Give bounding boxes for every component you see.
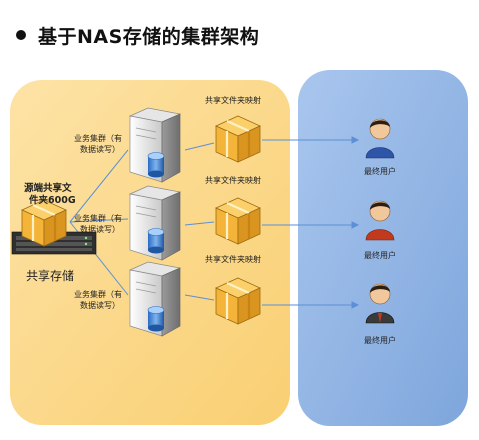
page-title: 基于NAS存储的集群架构: [38, 25, 260, 48]
shared-storage-label: 共享存储: [26, 268, 74, 283]
bullet-icon: [16, 30, 26, 40]
page-title-row: 基于NAS存储的集群架构: [16, 20, 259, 50]
disk-3-icon: [147, 306, 165, 332]
mapping-folder-2-icon: [214, 196, 262, 246]
cluster-3-label-line1: 业务集群（有: [74, 289, 122, 299]
cluster-to-mapping-arrows: [184, 142, 215, 301]
source-folder-label-line2: 件夹600G: [29, 194, 76, 206]
end-user-1-icon: [365, 118, 395, 159]
disk-2-icon: [147, 228, 165, 254]
end-user-2-icon: [365, 200, 395, 241]
mapping-folder-1-icon: [214, 114, 262, 164]
end-user-2-label: 最终用户: [364, 250, 396, 260]
mapping-label-2: 共享文件夹映射: [205, 175, 261, 185]
mapping-label-3: 共享文件夹映射: [205, 254, 261, 264]
end-user-3-icon: [365, 283, 395, 324]
end-user-panel: [298, 70, 468, 426]
mapping-label-1: 共享文件夹映射: [205, 95, 261, 105]
mapping-folder-3-icon: [214, 276, 262, 326]
cluster-2-label-line2: 数据读写）: [80, 224, 120, 234]
cluster-3-label-line2: 数据读写）: [80, 300, 120, 310]
mapping-to-user-arrows: [262, 136, 360, 309]
source-shared-folder-icon: [20, 198, 68, 248]
cluster-1-label-line2: 数据读写）: [80, 144, 120, 154]
source-folder-label-line1: 源端共享文: [24, 182, 72, 194]
disk-1-icon: [147, 152, 165, 178]
cluster-2-label-line1: 业务集群（有: [74, 213, 122, 223]
end-user-1-label: 最终用户: [364, 166, 396, 176]
cluster-1-label-line1: 业务集群（有: [74, 133, 122, 143]
end-user-3-label: 最终用户: [364, 335, 396, 345]
